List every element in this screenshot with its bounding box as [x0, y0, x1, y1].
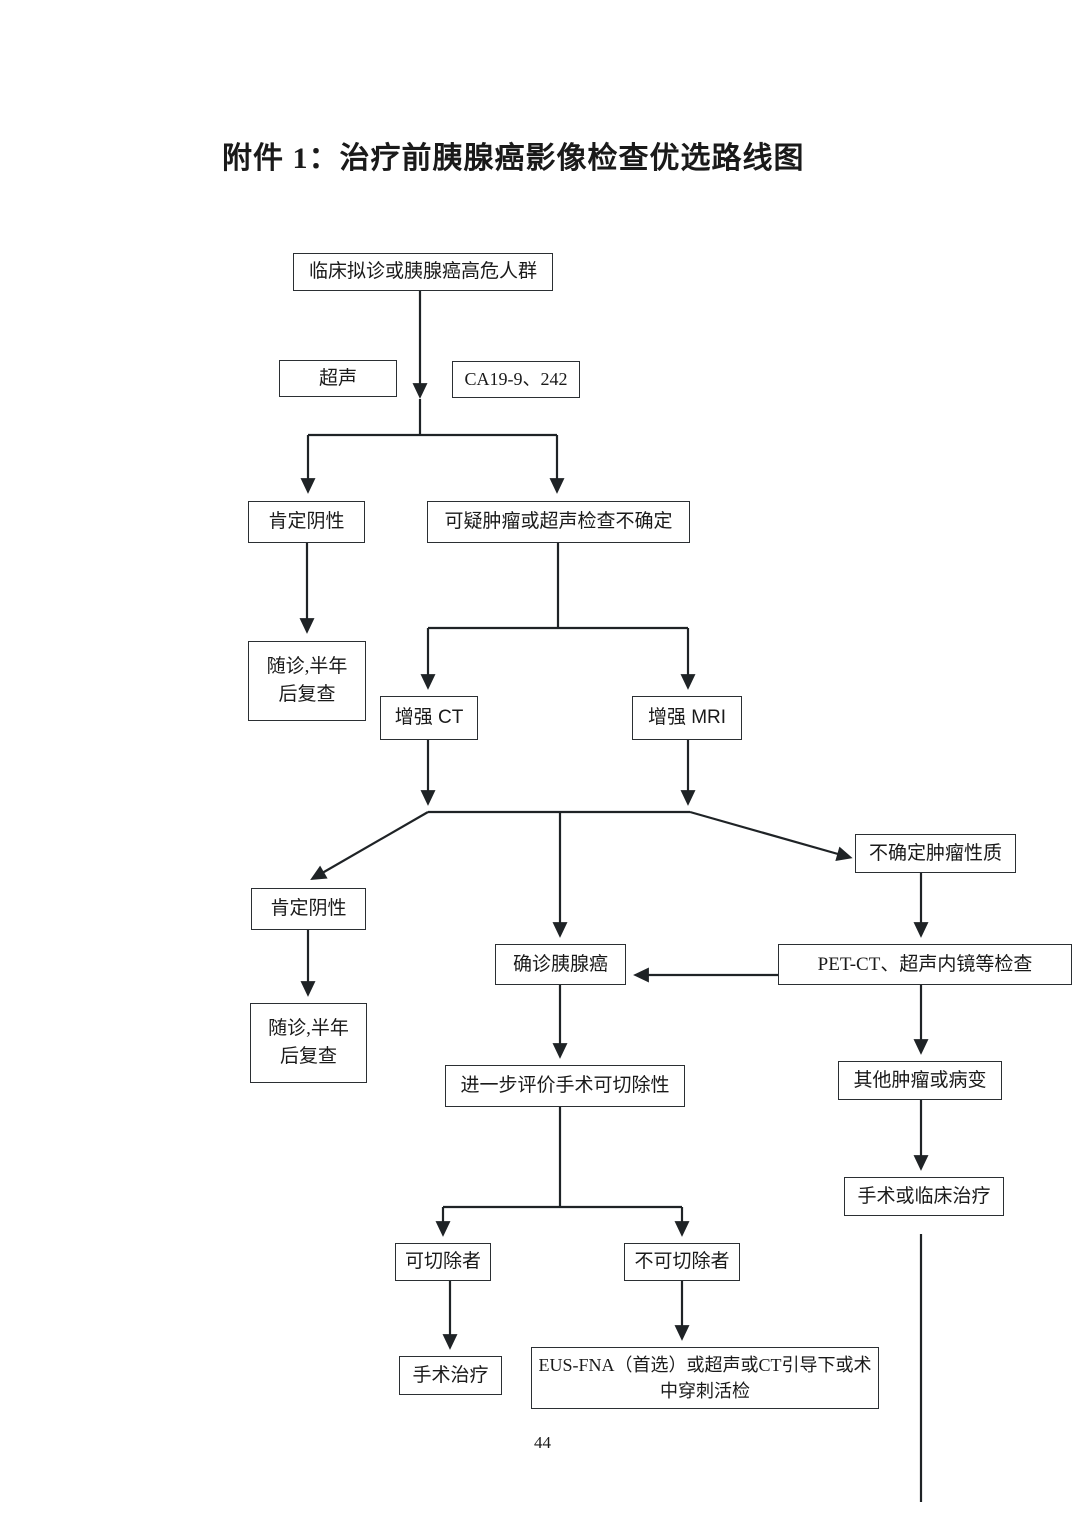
node-indeterminate-tumor: 不确定肿瘤性质 — [855, 834, 1016, 873]
node-label: CA19-9、242 — [464, 369, 568, 390]
page-number: 44 — [534, 1433, 551, 1452]
node-label: 手术治疗 — [412, 1364, 489, 1386]
node-label: 不确定肿瘤性质 — [868, 842, 1002, 864]
node-label: 增强 MRI — [647, 707, 727, 729]
node-confirmed-pancreatic-cancer: 确诊胰腺癌 — [495, 944, 626, 985]
node-resectable: 可切除者 — [395, 1243, 491, 1281]
node-label: 肯定阴性 — [270, 898, 347, 920]
node-definite-negative-2: 肯定阴性 — [251, 888, 366, 930]
node-suspicious-or-inconclusive: 可疑肿瘤或超声检查不确定 — [427, 501, 690, 543]
node-label: 可切除者 — [404, 1251, 481, 1273]
node-tumor-markers: CA19-9、242 — [452, 361, 580, 398]
page-title: 附件 1：治疗前胰腺癌影像检查优选路线图 — [222, 142, 805, 175]
node-label: 不可切除者 — [634, 1251, 730, 1273]
node-label: 随诊,半年 后复查 — [268, 1018, 349, 1067]
node-other-tumor-or-lesion: 其他肿瘤或病变 — [838, 1061, 1002, 1100]
node-label: 临床拟诊或胰腺癌高危人群 — [308, 261, 537, 283]
node-resectability-assessment: 进一步评价手术可切除性 — [445, 1065, 685, 1107]
node-label: 超声 — [318, 367, 357, 389]
node-label: 增强 CT — [394, 707, 464, 729]
node-label: 可疑肿瘤或超声检查不确定 — [444, 511, 673, 533]
node-clinical-suspicion: 临床拟诊或胰腺癌高危人群 — [293, 253, 553, 291]
node-ultrasound: 超声 — [279, 360, 397, 397]
node-label: EUS-FNA（首选）或超声或CT引导下或术 中穿刺活检 — [538, 1354, 872, 1401]
node-label: 随诊,半年 后复查 — [266, 656, 348, 705]
node-biopsy-options: EUS-FNA（首选）或超声或CT引导下或术 中穿刺活检 — [531, 1347, 879, 1409]
node-label: 手术或临床治疗 — [857, 1185, 991, 1207]
node-enhanced-mri: 增强 MRI — [632, 696, 742, 740]
node-surgical-treatment: 手术治疗 — [399, 1356, 502, 1395]
node-label: 进一步评价手术可切除性 — [460, 1075, 670, 1097]
node-label: PET-CT、超声内镜等检查 — [817, 953, 1033, 975]
node-followup-2: 随诊,半年 后复查 — [250, 1003, 367, 1083]
node-definite-negative-1: 肯定阴性 — [248, 501, 365, 543]
node-label: 肯定阴性 — [268, 511, 345, 533]
node-pet-ct-eus: PET-CT、超声内镜等检查 — [778, 944, 1072, 985]
node-surgery-or-clinical-treatment: 手术或临床治疗 — [844, 1177, 1004, 1216]
node-label: 确诊胰腺癌 — [512, 953, 608, 975]
edge-merge-to-negative — [310, 811, 429, 880]
edge-merge-to-indeterminate — [689, 810, 853, 862]
node-followup-1: 随诊,半年 后复查 — [248, 641, 366, 721]
node-unresectable: 不可切除者 — [624, 1243, 740, 1281]
node-label: 其他肿瘤或病变 — [853, 1069, 987, 1091]
node-enhanced-ct: 增强 CT — [380, 696, 478, 740]
